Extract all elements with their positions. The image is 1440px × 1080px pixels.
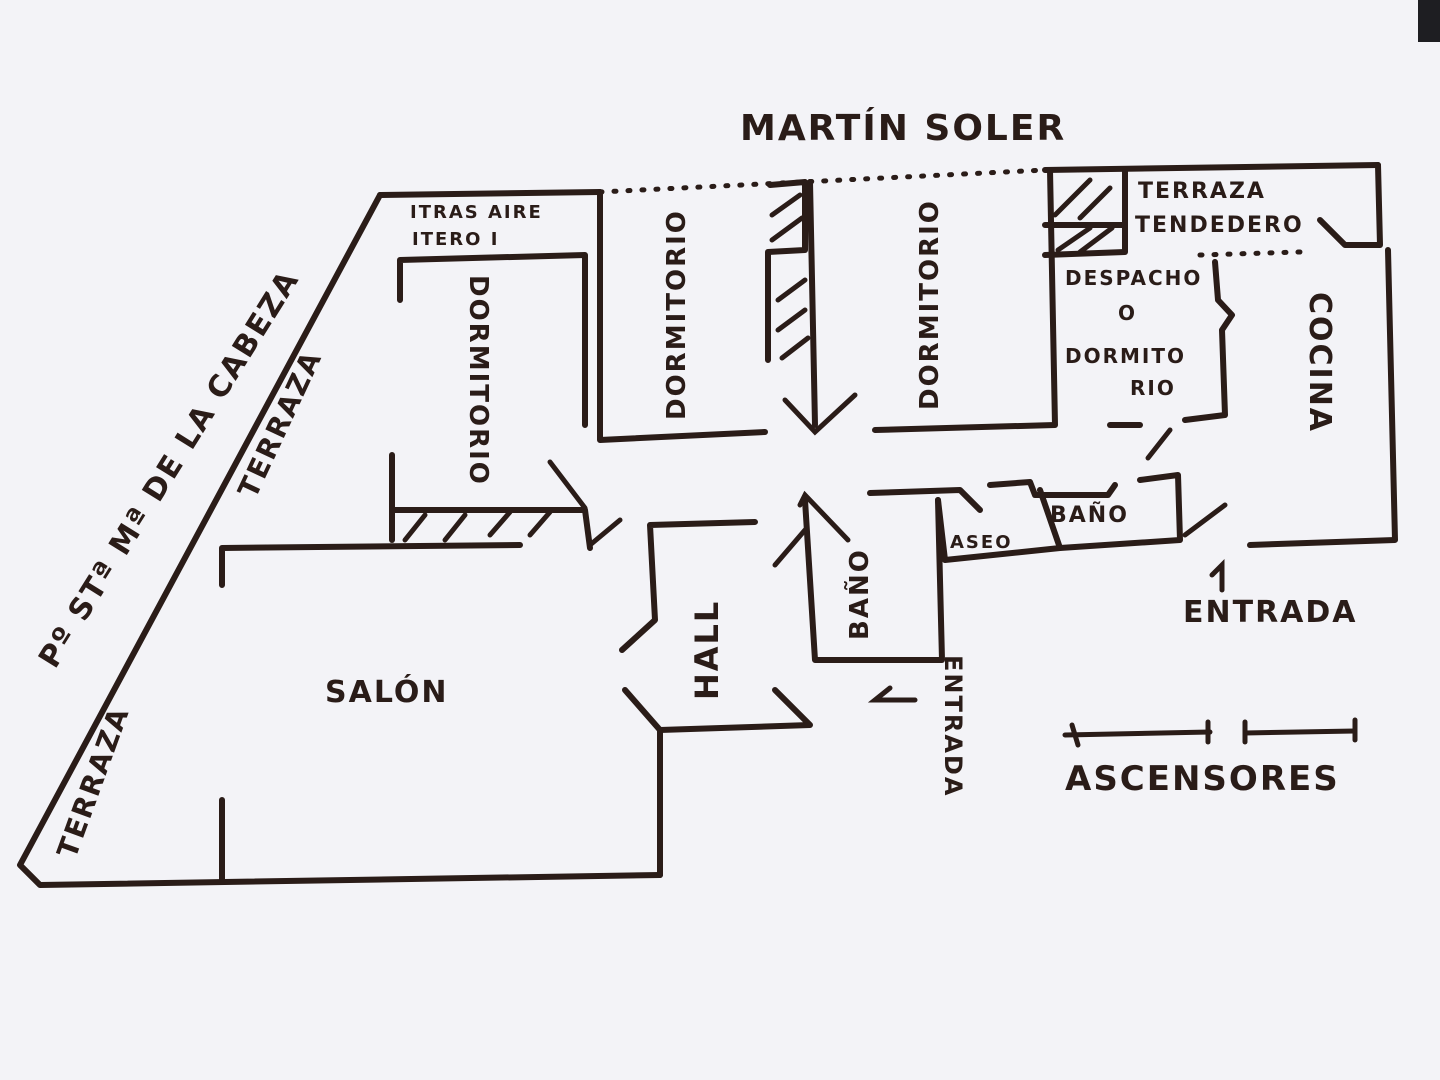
despacho-label-2: O bbox=[1118, 301, 1137, 325]
ascensor-1-tick-a bbox=[1069, 722, 1081, 748]
dormitorio-2-label: DORMITORIO bbox=[662, 209, 692, 420]
ascensores-label: ASCENSORES bbox=[1065, 759, 1340, 799]
dormitorio-3-label: DORMITORIO bbox=[915, 199, 945, 410]
cocina-label: COCINA bbox=[1302, 292, 1337, 433]
closet-hatch-e bbox=[779, 335, 811, 361]
ascensor-1 bbox=[1062, 729, 1213, 738]
entrada-right-label: ENTRADA bbox=[1183, 595, 1358, 630]
closet-hatch-a bbox=[769, 192, 803, 218]
terraza-tendedero-label-2: TENDEDERO bbox=[1135, 213, 1304, 238]
corridor-arrow bbox=[782, 392, 858, 436]
facade-line-top bbox=[597, 167, 1048, 195]
ascensor-2 bbox=[1242, 728, 1358, 736]
closet-hatch-b bbox=[769, 215, 805, 243]
paper-corner-shadow bbox=[1418, 0, 1440, 42]
entrada-mid-label: ENTRADA bbox=[939, 655, 967, 797]
outer-wall-top-right bbox=[1042, 162, 1381, 173]
tendedero-hatch-b bbox=[1077, 185, 1113, 221]
wardrobe-1-hatch-a bbox=[402, 512, 428, 543]
wardrobe-1-hatch-c bbox=[487, 509, 513, 538]
entrada-right-arrow bbox=[1209, 558, 1225, 593]
entrada-mid-arrow bbox=[867, 685, 918, 703]
bano-1-wall bbox=[802, 497, 945, 663]
dormitorio-2-wall bbox=[597, 247, 768, 443]
entrance-door bbox=[1182, 502, 1228, 538]
outer-wall-diagonal bbox=[17, 192, 663, 888]
dormitorio-1-wall bbox=[397, 252, 588, 428]
salon-door-swing bbox=[587, 517, 623, 548]
closet-column bbox=[765, 179, 808, 363]
tendedero-lower bbox=[1042, 222, 1128, 258]
tendedero-hatch-c bbox=[1055, 225, 1093, 253]
tendedero-hatch-a bbox=[1052, 177, 1093, 218]
bano-1-arrow bbox=[797, 490, 851, 543]
wardrobe-1-hatch-b bbox=[442, 512, 468, 543]
despacho-label-3: DORMITO bbox=[1065, 344, 1186, 368]
despacho-wall bbox=[1182, 259, 1235, 423]
despacho-door bbox=[1145, 427, 1173, 461]
despacho-label-1: DESPACHO bbox=[1065, 266, 1202, 290]
hall-wall bbox=[619, 519, 758, 653]
aseo-wall bbox=[935, 487, 1063, 563]
hall-door bbox=[772, 527, 808, 568]
bano-2-wall bbox=[987, 479, 1118, 498]
closet-hatch-c bbox=[775, 277, 808, 303]
salon-wall-top bbox=[219, 542, 523, 588]
hall-wall-right bbox=[657, 687, 813, 733]
bano-1-label: BAÑO bbox=[843, 548, 875, 640]
wardrobe-1-hatch-d bbox=[527, 509, 553, 538]
despacho-label-4: RIO bbox=[1130, 376, 1176, 400]
bano-2-bottom bbox=[1057, 472, 1183, 551]
corridor-wall bbox=[807, 179, 818, 428]
salon-label: SALÓN bbox=[325, 673, 448, 710]
tendedero-hatch-d bbox=[1077, 225, 1115, 255]
bano-1-top bbox=[867, 487, 983, 513]
tragaluz-label-1: ITRAS AIRE bbox=[410, 202, 543, 223]
hall-label: HALL bbox=[688, 600, 726, 700]
kitchen-wall-right bbox=[1247, 247, 1398, 548]
closet-hatch-d bbox=[775, 307, 808, 333]
outer-wall-top-left bbox=[377, 189, 603, 198]
tendedero-dotted-line bbox=[1197, 249, 1303, 258]
dormitorio-1-label: DORMITORIO bbox=[463, 275, 493, 486]
tragaluz-label-2: ITERO I bbox=[412, 229, 499, 250]
aseo-label: ASEO bbox=[950, 532, 1013, 553]
dormitorio-1-door bbox=[547, 459, 588, 511]
street-top-label: MARTÍN SOLER bbox=[740, 107, 1066, 149]
outer-wall-right bbox=[1317, 162, 1383, 248]
bano-2-label: BAÑO bbox=[1050, 502, 1129, 528]
terraza-tendedero-label-1: TERRAZA bbox=[1138, 179, 1266, 204]
